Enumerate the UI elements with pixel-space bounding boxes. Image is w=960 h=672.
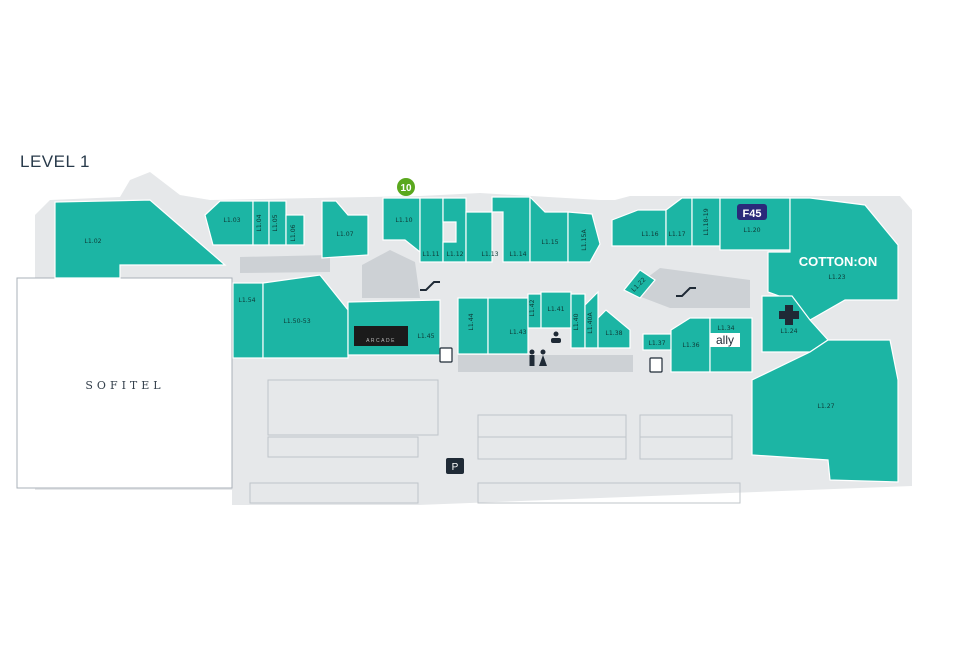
sofitel-building[interactable] (16, 277, 233, 489)
shop-label: L1.20 (743, 227, 760, 234)
shop-label: L1.07 (336, 231, 353, 238)
parking-icon (446, 458, 464, 474)
shop-label: L1.13 (481, 251, 498, 258)
shop-l1-10[interactable] (382, 197, 421, 254)
level-title: LEVEL 1 (20, 152, 90, 171)
parking-label: P (452, 462, 459, 473)
shop-l1-02[interactable] (54, 199, 227, 279)
shop-label: L1.37 (648, 340, 665, 347)
f45-logo (737, 204, 767, 220)
shop-label: L1.36 (682, 342, 699, 349)
shop-label: L1.41 (547, 306, 564, 313)
shop-label: L1.45 (417, 333, 434, 340)
first-aid-icon (779, 305, 799, 325)
shop-label: L1.24 (780, 328, 797, 335)
shop-label: L1.15 (541, 239, 558, 246)
atrium-void-west (240, 255, 330, 273)
shop-label: L1.02 (84, 238, 101, 245)
shop-label: L1.11 (422, 251, 439, 258)
shop-l1-27[interactable] (751, 339, 899, 483)
shop-l1-23[interactable] (767, 197, 899, 321)
shop-l1-06[interactable] (285, 214, 305, 246)
shop-l1-54[interactable] (232, 282, 264, 359)
shop-label: L1.34 (717, 325, 734, 332)
shop-label: L1.50-53 (283, 318, 310, 325)
shop-l1-15a[interactable] (567, 211, 601, 263)
arcade-logo-text: ARCADE (366, 338, 396, 344)
marker-number: 10 (400, 183, 412, 194)
shop-l1-07[interactable] (321, 200, 369, 259)
shop-label: L1.14 (509, 251, 526, 258)
ally-logo (710, 333, 740, 347)
shop-label: L1.06 (290, 224, 297, 241)
lift-icon (649, 357, 663, 373)
shop-label: L1.18-19 (703, 208, 710, 235)
shop-l1-38[interactable] (597, 309, 631, 349)
shop-label: L1.40 (573, 313, 580, 330)
sofitel-label: SOFITEL (85, 379, 164, 392)
baby-change-icon (551, 331, 561, 343)
shop-label: L1.54 (238, 297, 255, 304)
escalator-icon (420, 281, 440, 291)
shop-label: L1.23 (828, 274, 845, 281)
shop-l1-11[interactable] (419, 197, 444, 263)
shop-label: L1.04 (256, 214, 263, 231)
arcade-logo (354, 326, 408, 346)
f45-logo-text: F45 (743, 208, 762, 220)
car-park (249, 379, 741, 504)
shop-label: L1.44 (468, 313, 475, 330)
shop-label: L1.03 (223, 217, 240, 224)
atrium-void-centre (362, 250, 420, 298)
map-marker[interactable] (397, 178, 415, 196)
shop-l1-22[interactable] (623, 269, 656, 299)
shop-l1-13[interactable] (465, 211, 493, 263)
shop-label: L1.38 (605, 330, 622, 337)
toilets-icon (529, 349, 547, 366)
escalator-icon (676, 287, 696, 297)
lift-icon (439, 347, 453, 363)
ally-logo-text: ally (716, 333, 734, 347)
shop-label: L1.05 (272, 214, 279, 231)
shop-label: L1.40A (587, 312, 594, 334)
shop-label: L1.27 (817, 403, 834, 410)
shop-label: L1.12 (446, 251, 463, 258)
shop-label: L1.17 (668, 231, 685, 238)
shop-label: L1.16 (641, 231, 658, 238)
shop-label: L1.42 (529, 299, 536, 316)
shop-l1-43[interactable] (487, 297, 529, 355)
shop-l1-41[interactable] (540, 291, 572, 329)
shop-label: L1.10 (395, 217, 412, 224)
shop-label: L1.43 (509, 329, 526, 336)
cotton-on-logo: COTTON:ON (799, 254, 877, 269)
shop-l1-18-19[interactable] (691, 197, 721, 247)
shop-label: L1.15A (581, 229, 588, 251)
